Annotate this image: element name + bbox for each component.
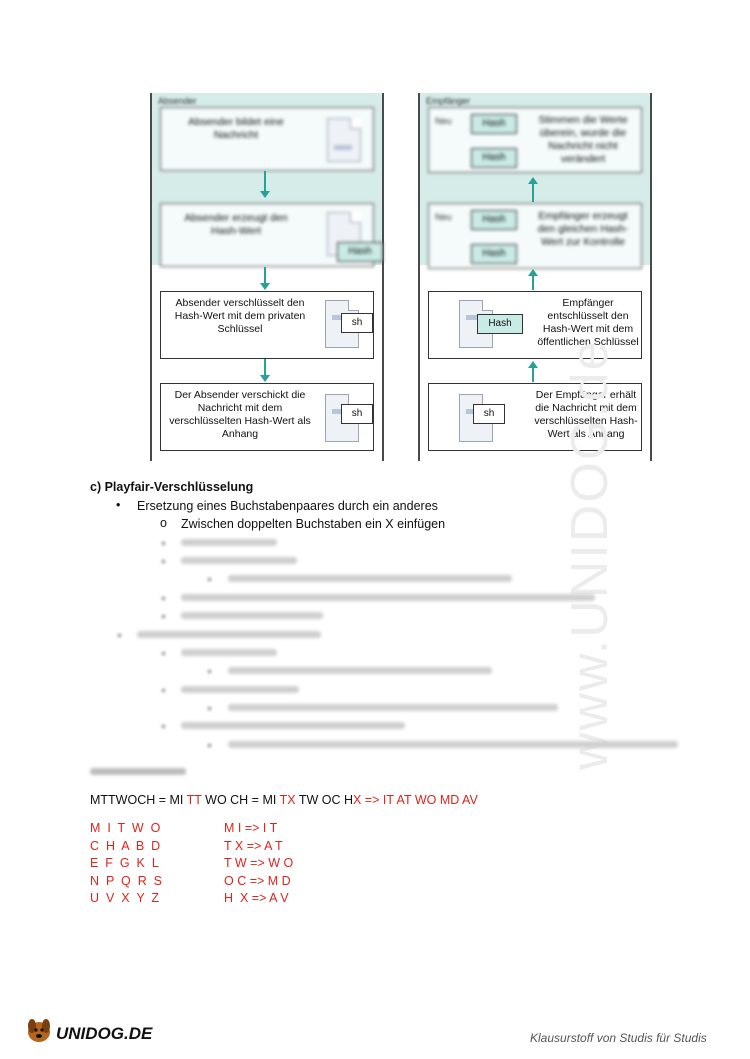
receiver-title: Empfänger	[426, 96, 471, 106]
pair-substitutions: M I => I T T X => A T T W => W O O C => …	[224, 821, 293, 909]
sender-step-1: Absender bildet eine Nachricht	[160, 107, 374, 171]
signature-diagram: Absender Absender bildet eine Nachricht …	[150, 93, 658, 463]
hash-tag: Hash	[337, 242, 383, 262]
sub-bullet-text: Zwischen doppelten Buchstaben ein X einf…	[181, 517, 446, 531]
sender-step-3: Absender verschlüsselt den Hash-Wert mit…	[160, 291, 374, 359]
receiver-step-2: Neu Hash Hash Empfänger erzeugt den glei…	[428, 203, 642, 269]
blurred-subheading	[90, 768, 186, 775]
hash-tag: sh	[473, 404, 505, 424]
blurred-line	[181, 612, 323, 619]
matrix-row: C H A B D	[90, 838, 161, 853]
dog-logo-icon: UNIDOG.DE	[28, 1019, 153, 1043]
matrix-row: N P Q R S	[90, 873, 163, 888]
bullet-text: Ersetzung eines Buchstabenpaares durch e…	[137, 499, 438, 513]
sub-bullet-o: o	[160, 516, 167, 530]
matrix-row: U V X Y Z	[90, 891, 160, 905]
pair-row: T X => A T	[224, 838, 283, 853]
arrow-up	[532, 276, 534, 290]
hash-tag: Hash	[471, 244, 517, 264]
receiver-column: Empfänger Neu Hash Hash Stimmen die Wert…	[418, 93, 652, 461]
document-icon	[327, 118, 361, 162]
pair-row: T W => W O	[224, 856, 294, 870]
matrix-row: E F G K L	[90, 856, 159, 870]
arrow-up	[532, 184, 534, 202]
blurred-line	[228, 667, 492, 674]
sender-column: Absender Absender bildet eine Nachricht …	[150, 93, 384, 461]
hash-tag: Hash	[471, 114, 517, 134]
footer-tagline: Klausurstoff von Studis für Studis	[530, 1031, 707, 1045]
blurred-line	[228, 741, 678, 748]
hash-tag: Hash	[477, 314, 523, 334]
hash-tag: Hash	[471, 148, 517, 168]
sender-step-2: Absender erzeugt den Hash-Wert Hash	[160, 203, 383, 267]
blurred-line	[181, 594, 595, 601]
pair-row: M I => I T	[224, 821, 278, 835]
receiver-step-1: Neu Hash Hash Stimmen die Werte überein,…	[428, 107, 642, 173]
arrow-down	[264, 359, 266, 375]
hash-tag: Hash	[471, 210, 517, 230]
playfair-matrix: M I T W O C H A B D E F G K L N P Q R S …	[90, 821, 162, 909]
svg-text:UNIDOG.DE: UNIDOG.DE	[56, 1024, 153, 1043]
sender-title: Absender	[158, 96, 197, 106]
unidog-logo: UNIDOG.DE	[22, 1012, 162, 1046]
section-heading: c) Playfair-Verschlüsselung	[90, 480, 254, 494]
blurred-line	[228, 575, 512, 582]
receiver-step-4: sh Der Empfänger erhält die Nachricht mi…	[428, 383, 642, 451]
blurred-line	[181, 557, 297, 564]
pair-row: O C => M D	[224, 873, 291, 888]
hash-tag: sh	[341, 404, 373, 424]
hash-tag: sh	[341, 313, 373, 333]
pair-row: H X => A V	[224, 891, 289, 905]
bullet-dot: •	[116, 498, 121, 512]
playfair-equation: MTTWOCH = MI TT WO CH = MI TX TW OC HX =…	[90, 793, 478, 807]
blurred-line	[181, 539, 277, 546]
arrow-down	[264, 267, 266, 283]
arrow-up	[532, 368, 534, 382]
blurred-line	[181, 722, 405, 729]
matrix-row: M I T W O	[90, 821, 161, 835]
blurred-line	[181, 686, 299, 693]
watermark: www.UNIDOG.de	[561, 339, 619, 770]
blurred-line	[181, 649, 277, 656]
sender-step-4: Der Absender verschickt die Nachricht mi…	[160, 383, 374, 451]
blurred-line	[137, 631, 321, 638]
receiver-step-3: Hash Empfänger entschlüsselt den Hash-We…	[428, 291, 642, 359]
blurred-line	[228, 704, 558, 711]
arrow-down	[264, 171, 266, 191]
